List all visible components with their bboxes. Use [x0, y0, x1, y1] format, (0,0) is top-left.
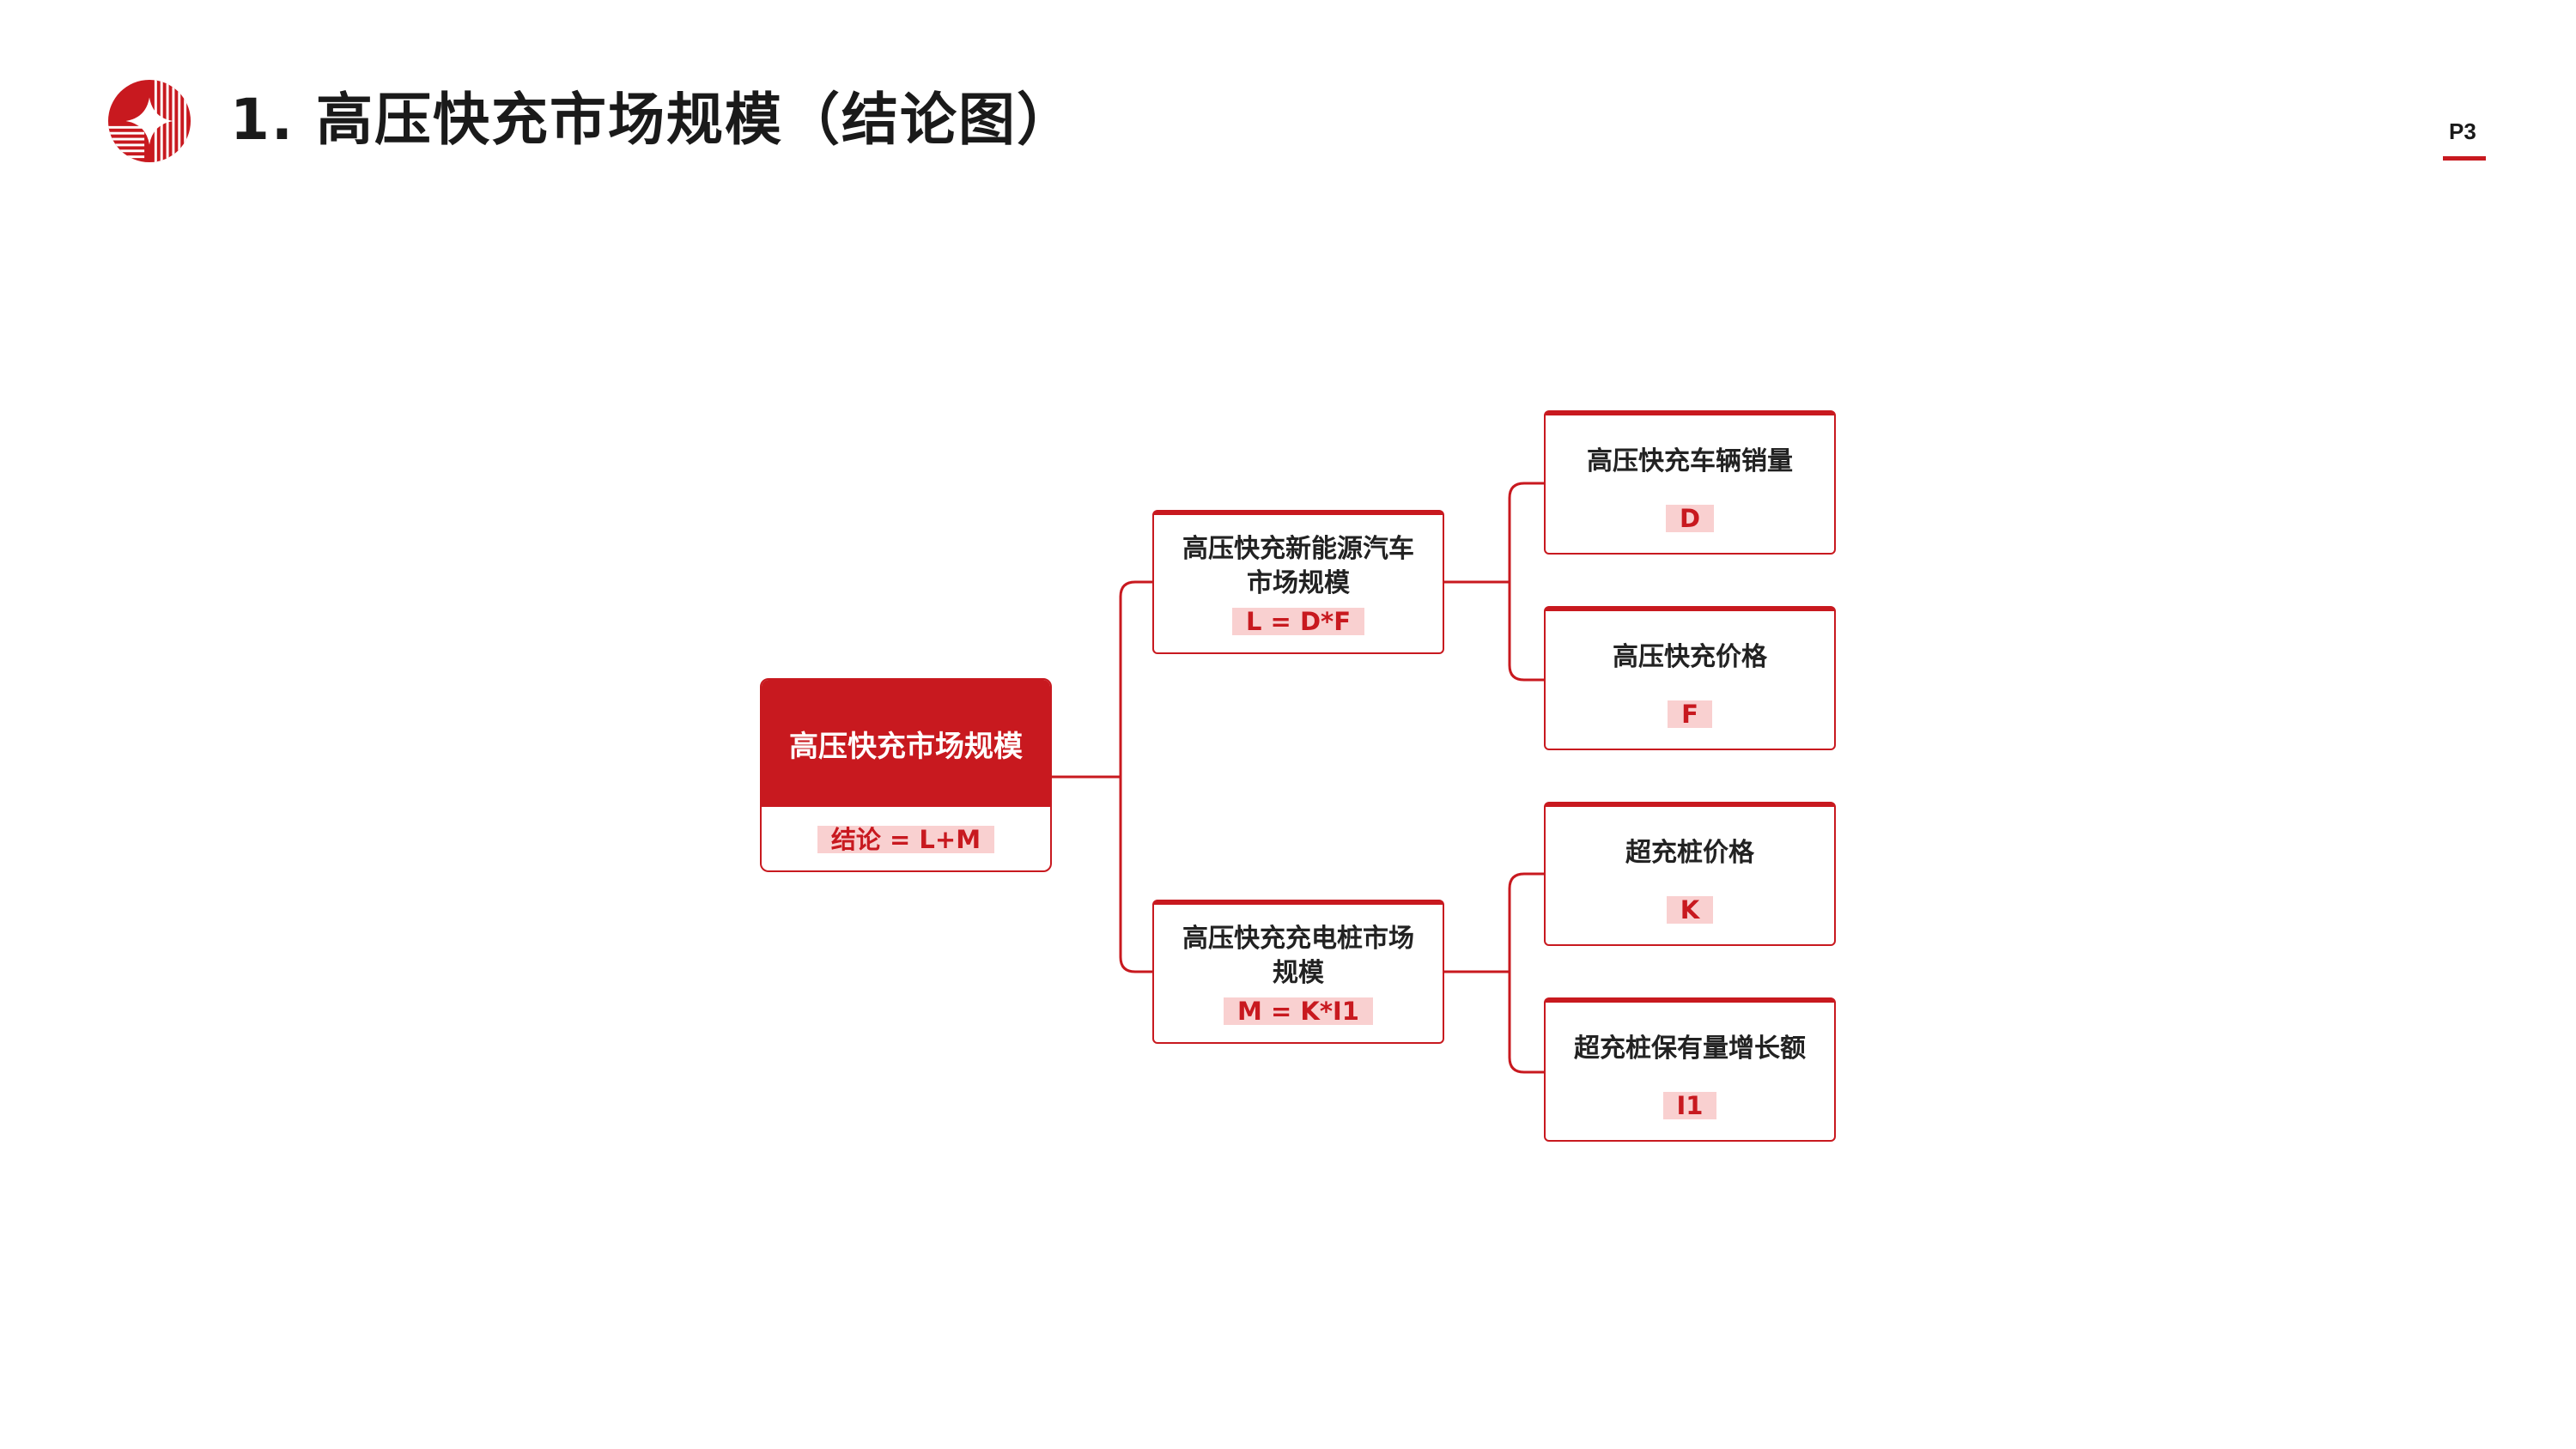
page-number: P3 [2449, 118, 2476, 144]
root-node-title: 高压快充市场规模 [762, 680, 1050, 807]
branch-node-formula: M = K*I1 [1224, 997, 1373, 1025]
root-node: 高压快充市场规模 结论 = L+M [760, 678, 1052, 872]
leaf-node-title: 超充桩保有量增长额 [1574, 1034, 1806, 1064]
branch-node-ev-market: 高压快充新能源汽车市场规模 L = D*F [1152, 510, 1444, 654]
connector-branch2-to-leaves [1444, 872, 1544, 1074]
leaf-node-title: 高压快充车辆销量 [1587, 446, 1793, 476]
connector-root-to-branches [1052, 580, 1152, 973]
branch-node-title: 高压快充新能源汽车市场规模 [1182, 534, 1414, 598]
page-title: 1. 高压快充市场规模（结论图） [230, 87, 1075, 153]
branch-node-charger-market: 高压快充充电桩市场规模 M = K*I1 [1152, 900, 1444, 1044]
leaf-node-title: 超充桩价格 [1625, 838, 1754, 868]
leaf-node-title: 高压快充价格 [1613, 642, 1767, 672]
leaf-node-formula: I1 [1662, 1092, 1717, 1119]
connector-branch1-to-leaves [1444, 482, 1544, 682]
leaf-node-fastcharge-price: 高压快充价格 F [1544, 606, 1836, 750]
leaf-node-charger-stock-growth: 超充桩保有量增长额 I1 [1544, 997, 1836, 1142]
leaf-node-vehicle-sales: 高压快充车辆销量 D [1544, 410, 1836, 555]
branch-node-title: 高压快充充电桩市场规模 [1182, 924, 1414, 988]
page-number-underline [2443, 156, 2486, 161]
company-logo-icon [107, 79, 191, 163]
leaf-node-formula: K [1666, 896, 1714, 924]
leaf-node-charger-price: 超充桩价格 K [1544, 802, 1836, 946]
leaf-node-formula: F [1668, 700, 1712, 728]
root-node-formula: 结论 = L+M [817, 826, 995, 853]
leaf-node-formula: D [1665, 505, 1715, 532]
branch-node-formula: L = D*F [1231, 608, 1365, 635]
